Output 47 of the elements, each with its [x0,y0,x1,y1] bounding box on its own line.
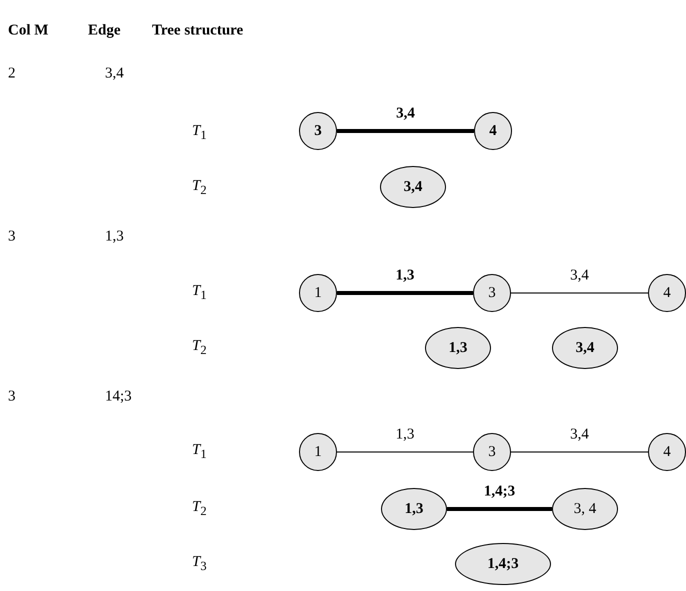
table-cell: 3 [8,228,16,246]
tree-edge [447,507,552,511]
node-label: 1,3 [404,500,424,518]
node-label: 4 [663,284,671,302]
node-label: 4 [663,444,671,460]
node-label: 3, 4 [574,500,596,518]
edge-label: 3,4 [394,106,417,122]
tree-label: T$_{2}$ [192,499,207,519]
edge-label: 1,3 [394,268,416,284]
node-label: 3 [488,444,496,460]
edge-label: 1,3 [394,428,416,442]
circle-node [299,112,337,150]
table-cell: 3 [8,388,16,406]
tree-edge [337,129,474,133]
node-label: 1,4;3 [487,556,519,572]
table-cell: 3,4 [105,66,124,82]
circle-node [474,112,512,150]
column-header: Col M [8,22,48,40]
circle-node [473,433,511,471]
table-cell: 1,3 [105,228,124,246]
tree-edge [510,292,648,294]
node-label: 1,3 [448,340,468,356]
node-label: 3,4 [576,340,594,356]
node-label: 4 [489,122,497,140]
tree-label: T$_{1}$ [192,283,207,303]
column-header: Tree structure [152,22,244,40]
tree-label: T$_{1}$ [192,442,207,462]
edge-label: 3,4 [568,428,591,442]
circle-node [473,274,511,312]
circle-node [648,274,686,312]
node-label: 1 [314,444,322,460]
tree-edge [337,291,473,295]
circle-node [299,274,337,312]
node-label: 3 [488,284,496,302]
circle-node [648,433,686,471]
node-label: 3,4 [404,178,422,196]
table-cell: 2 [8,66,16,82]
tree-label: T$_{2}$ [192,178,207,198]
tree-label: T$_{3}$ [192,554,207,574]
table-cell: 14;3 [105,388,132,406]
tree-label: T$_{1}$ [192,123,207,143]
edge-label: 3,4 [568,268,591,284]
node-label: 1 [314,284,322,302]
tree-label: T$_{2}$ [192,338,207,358]
circle-node [299,433,337,471]
column-header: Edge [88,22,121,40]
node-label: 3 [314,122,322,140]
